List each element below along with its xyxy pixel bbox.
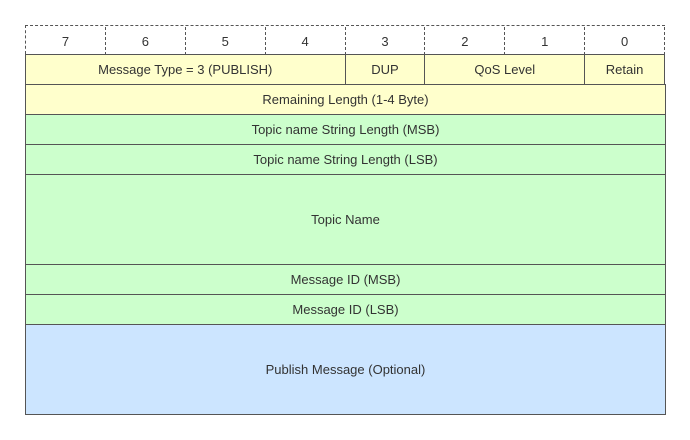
bit-index-row: 7 6 5 4 3 2 1 0	[25, 25, 665, 55]
topic-length-msb-field: Topic name String Length (MSB)	[25, 114, 666, 145]
bit-1-label: 1	[505, 27, 586, 55]
remaining-length-field: Remaining Length (1-4 Byte)	[25, 84, 666, 115]
qos-level-field: QoS Level	[424, 54, 586, 85]
message-type-field: Message Type = 3 (PUBLISH)	[25, 54, 346, 85]
retain-flag-field: Retain	[584, 54, 665, 85]
topic-name-field: Topic Name	[25, 174, 666, 265]
bit-3-label: 3	[346, 27, 426, 55]
message-id-msb-field: Message ID (MSB)	[25, 264, 666, 295]
fixed-header-byte1: Message Type = 3 (PUBLISH) DUP QoS Level…	[25, 54, 665, 85]
bit-6-label: 6	[106, 27, 186, 55]
bit-0-label: 0	[585, 27, 665, 55]
message-id-lsb-field: Message ID (LSB)	[25, 294, 666, 325]
topic-length-lsb-field: Topic name String Length (LSB)	[25, 144, 666, 175]
bit-2-label: 2	[425, 27, 506, 55]
mqtt-publish-packet-diagram: 7 6 5 4 3 2 1 0 Message Type = 3 (PUBLIS…	[25, 25, 666, 415]
publish-payload-field: Publish Message (Optional)	[25, 324, 666, 415]
bit-4-label: 4	[266, 27, 346, 55]
bit-7-label: 7	[26, 27, 106, 55]
bit-5-label: 5	[186, 27, 266, 55]
dup-flag-field: DUP	[344, 54, 426, 85]
